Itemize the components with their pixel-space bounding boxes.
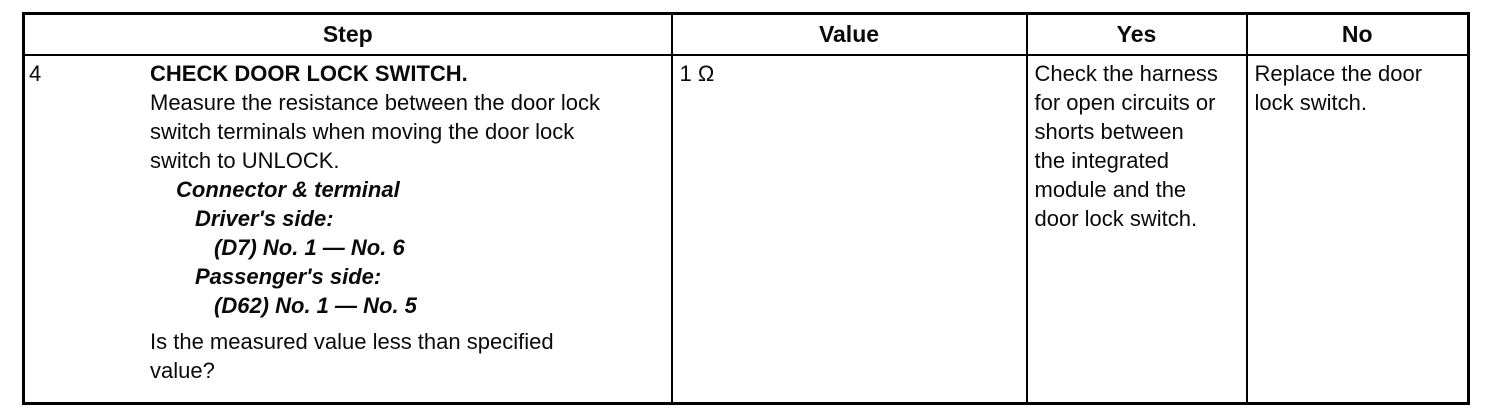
step-cell: 4 CHECK DOOR LOCK SWITCH. Measure the re… (22, 54, 673, 405)
drivers-side-terminals: (D7) No. 1 — No. 6 (214, 235, 405, 260)
yes-text: Check the harness for open circuits or s… (1028, 56, 1246, 233)
step-number: 4 (29, 61, 42, 86)
question-line: value? (150, 358, 215, 383)
header-yes: Yes (1025, 12, 1248, 56)
header-no: No (1245, 12, 1470, 56)
yes-cell: Check the harness for open circuits or s… (1025, 54, 1248, 405)
yes-line: Check the harness (1034, 61, 1218, 86)
no-text: Replace the door lock switch. (1248, 56, 1468, 117)
no-line: lock switch. (1254, 90, 1367, 115)
table-row: 4 CHECK DOOR LOCK SWITCH. Measure the re… (22, 54, 1470, 405)
instruction-line: Measure the resistance between the door … (150, 90, 601, 115)
step-question: Is the measured value less than specifie… (150, 327, 671, 385)
step-content: CHECK DOOR LOCK SWITCH. Measure the resi… (150, 59, 671, 385)
instruction-line: switch to UNLOCK. (150, 148, 340, 173)
no-cell: Replace the door lock switch. (1245, 54, 1470, 405)
yes-line: for open circuits or (1034, 90, 1216, 115)
passengers-side-terminals: (D62) No. 1 — No. 5 (214, 293, 417, 318)
yes-line: module and the (1034, 177, 1187, 202)
drivers-side-label: Driver's side: (195, 206, 334, 231)
yes-line: door lock switch. (1034, 206, 1198, 231)
passengers-side-label: Passenger's side: (195, 264, 382, 289)
yes-line: shorts between (1034, 119, 1184, 144)
value-text: 1 Ω (679, 61, 715, 86)
connector-terminal-heading: Connector & terminal (176, 177, 400, 202)
no-line: Replace the door (1254, 61, 1423, 86)
header-row: Step Value Yes No (22, 12, 1470, 56)
diagnostic-table: Step Value Yes No 4 CHECK DOOR LOCK SWIT… (22, 12, 1470, 405)
yes-line: the integrated (1034, 148, 1170, 173)
header-value: Value (670, 12, 1028, 56)
instruction-line: switch terminals when moving the door lo… (150, 119, 575, 144)
header-step: Step (22, 12, 673, 56)
value-cell: 1 Ω (670, 54, 1028, 405)
question-line: Is the measured value less than specifie… (150, 329, 554, 354)
step-title: CHECK DOOR LOCK SWITCH. (150, 61, 468, 86)
